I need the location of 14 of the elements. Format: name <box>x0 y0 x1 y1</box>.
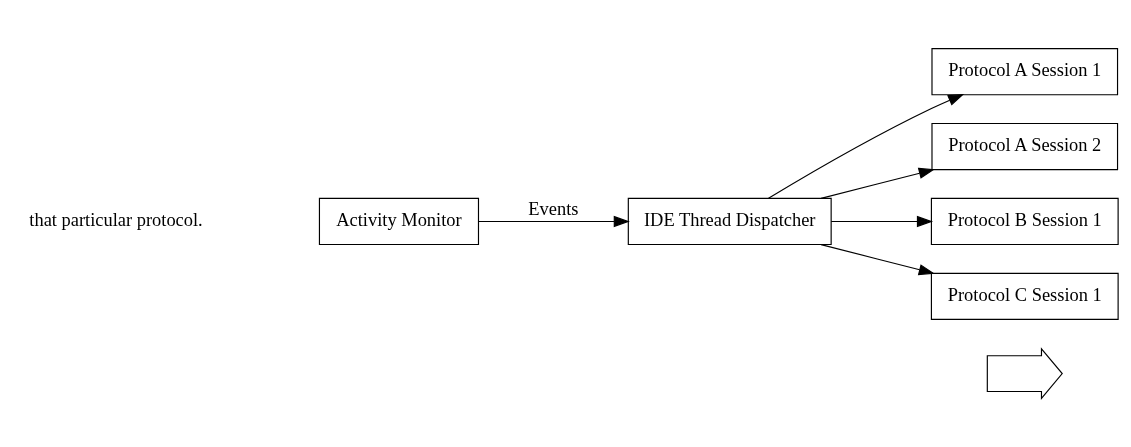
arrow <box>820 167 935 199</box>
arrow <box>820 244 935 276</box>
node-arrow <box>986 347 1063 400</box>
node-box: Protocol C Session 1 <box>930 272 1119 320</box>
node-box: IDE Thread Dispatcher <box>627 197 832 246</box>
node-box: Activity Monitor <box>318 197 480 246</box>
arrow <box>767 94 965 199</box>
node-box: Protocol A Session 1 <box>931 48 1119 96</box>
node-box: Protocol A Session 2 <box>931 122 1119 171</box>
node-box: Protocol B Session 1 <box>930 197 1119 246</box>
arrow <box>830 215 934 228</box>
label: that particular protocol. <box>29 209 203 230</box>
edge-label: Events <box>528 199 579 220</box>
arrow <box>478 215 630 228</box>
